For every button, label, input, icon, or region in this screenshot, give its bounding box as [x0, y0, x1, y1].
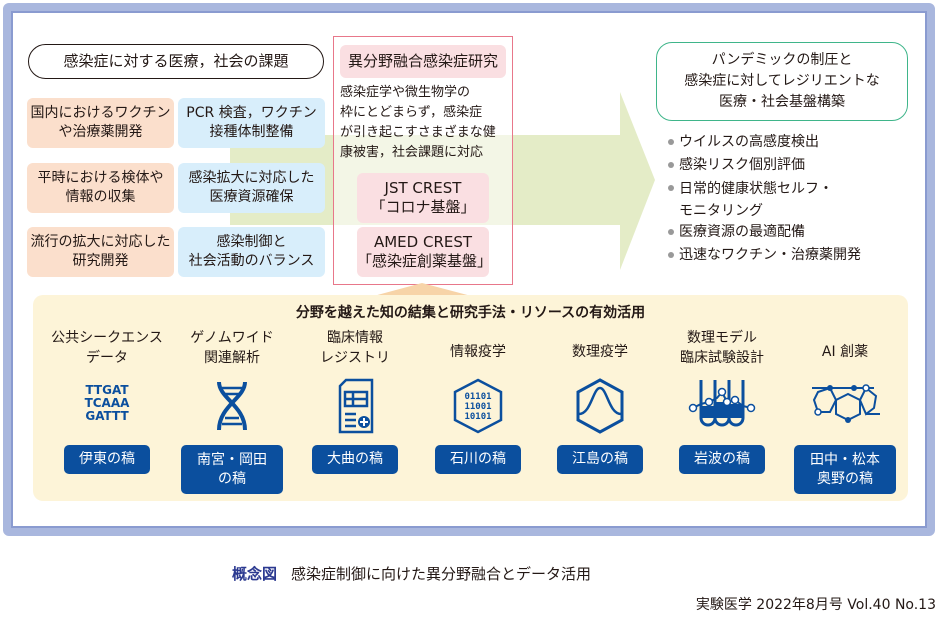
- svg-text:GATTT: GATTT: [85, 409, 129, 423]
- research-description: 感染症学や微生物学の 枠にとどまらず，感染症 が引き起こすさまざまな健 康被害，…: [340, 85, 496, 160]
- bullet-dot: [668, 139, 674, 145]
- challenge-item: PCR 検査，ワクチン 接種体制整備: [178, 98, 325, 148]
- challenge-item: 感染制御と 社会活動のバランス: [178, 227, 325, 277]
- article-badge[interactable]: 江島の稿: [557, 445, 643, 474]
- research-title: 異分野融合感染症研究: [340, 45, 506, 78]
- resource-label: ゲノムワイド 関連解析: [190, 330, 274, 366]
- test-tubes-icon: [687, 378, 757, 434]
- bullet-text: ウイルスの高感度検出: [679, 134, 819, 150]
- bullet-text: 迅速なワクチン・治療薬開発: [679, 247, 861, 263]
- challenge-item: 国内におけるワクチン や治療薬開発: [27, 98, 174, 148]
- program-amed-crest: AMED CREST 「感染症創薬基盤」: [357, 227, 492, 277]
- resource-label: 臨床情報 レジストリ: [320, 330, 390, 366]
- caption-text: 感染症制御に向けた異分野融合とデータ活用: [291, 565, 592, 583]
- svg-text:TTGAT: TTGAT: [85, 383, 129, 397]
- goal-bullet: 医療資源の最適配備: [668, 222, 805, 242]
- goal-bullet: 日常的健康状態セルフ・ モニタリング: [668, 178, 833, 222]
- article-badge[interactable]: 石川の稿: [435, 445, 521, 474]
- svg-text:11001: 11001: [464, 402, 491, 412]
- resource-label: AI 創薬: [821, 344, 869, 360]
- bullet-dot: [668, 185, 674, 191]
- challenge-item: 流行の拡大に対応した 研究開発: [27, 227, 174, 277]
- svg-text:TCAAA: TCAAA: [85, 396, 131, 410]
- caption-label: 概念図: [232, 565, 278, 583]
- source-citation: 実験医学 2022年8月号 Vol.40 No.13: [695, 597, 936, 613]
- article-badge[interactable]: 田中・松本 奥野の稿: [794, 445, 896, 494]
- article-badge[interactable]: 岩波の稿: [679, 445, 765, 474]
- resources-title: 分野を越えた知の結集と研究手法・リソースの有効活用: [295, 305, 646, 321]
- epidemic-curve-hexagon-icon: [565, 378, 635, 434]
- goal-title: パンデミックの制圧と 感染症に対してレジリエントな 医療・社会基盤構築: [656, 42, 908, 121]
- resource-label: 数理疫学: [572, 344, 628, 360]
- outer-frame: [3, 3, 935, 536]
- article-badge[interactable]: 伊東の稿: [64, 445, 150, 474]
- svg-text:10101: 10101: [464, 412, 491, 422]
- program-jst-crest: JST CREST 「コロナ基盤」: [357, 173, 489, 223]
- molecule-icon: [810, 378, 880, 434]
- resource-label: 数理モデル 臨床試験設計: [680, 330, 764, 366]
- bullet-dot: [668, 252, 674, 258]
- bullet-dot: [668, 162, 674, 168]
- article-badge[interactable]: 大曲の稿: [312, 445, 398, 474]
- goal-bullet: 迅速なワクチン・治療薬開発: [668, 245, 861, 265]
- figure-caption: 概念図感染症制御に向けた異分野融合とデータ活用: [232, 563, 591, 584]
- goal-bullet: ウイルスの高感度検出: [668, 132, 819, 152]
- bullet-dot: [668, 229, 674, 235]
- challenge-item: 感染拡大に対応した 医療資源確保: [178, 163, 325, 213]
- resource-label: 公共シークエンス データ: [51, 330, 163, 366]
- bullet-text: 日常的健康状態セルフ・ モニタリング: [679, 181, 833, 219]
- panel-arrow-head: [370, 283, 475, 297]
- bullet-text: 感染リスク個別評価: [679, 157, 805, 173]
- challenges-title: 感染症に対する医療，社会の課題: [28, 44, 324, 79]
- article-badge[interactable]: 南宮・岡田 の稿: [181, 445, 283, 494]
- resource-label: 情報疫学: [450, 344, 506, 360]
- svg-text:01101: 01101: [464, 392, 491, 402]
- medical-record-icon: [320, 378, 390, 434]
- goal-bullet: 感染リスク個別評価: [668, 155, 805, 175]
- challenge-item: 平時における検体や 情報の収集: [27, 163, 174, 213]
- bullet-text: 医療資源の最適配備: [679, 224, 805, 240]
- dna-helix-icon: [197, 378, 267, 434]
